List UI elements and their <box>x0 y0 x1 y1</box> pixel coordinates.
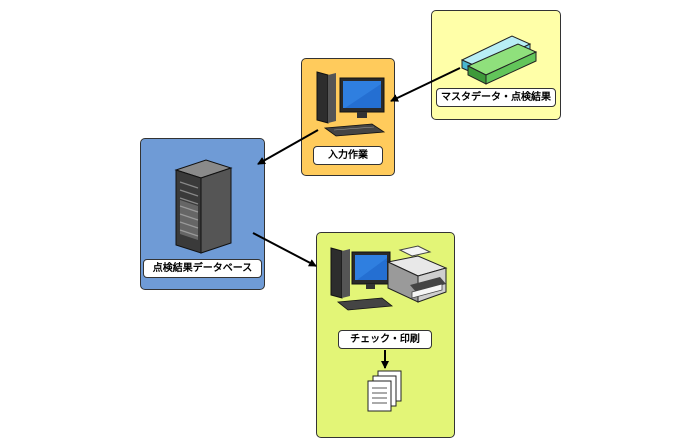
arrow-db-to-check <box>252 232 317 267</box>
input-work-label: 入力作業 <box>313 146 383 165</box>
arrow-master-to-input <box>390 67 461 102</box>
printer-icon <box>386 245 448 303</box>
computer-icon <box>330 247 394 311</box>
documents-icon <box>367 370 402 412</box>
inspection-db-label: 点検結果データベース <box>143 259 262 278</box>
check-print-label: チェック・印刷 <box>338 330 432 349</box>
arrow-input-to-db <box>257 129 319 165</box>
binder-icon <box>466 43 538 85</box>
computer-icon <box>316 71 386 137</box>
master-data-label: マスタデータ・点検結果 <box>436 88 556 107</box>
server-icon <box>174 159 233 254</box>
